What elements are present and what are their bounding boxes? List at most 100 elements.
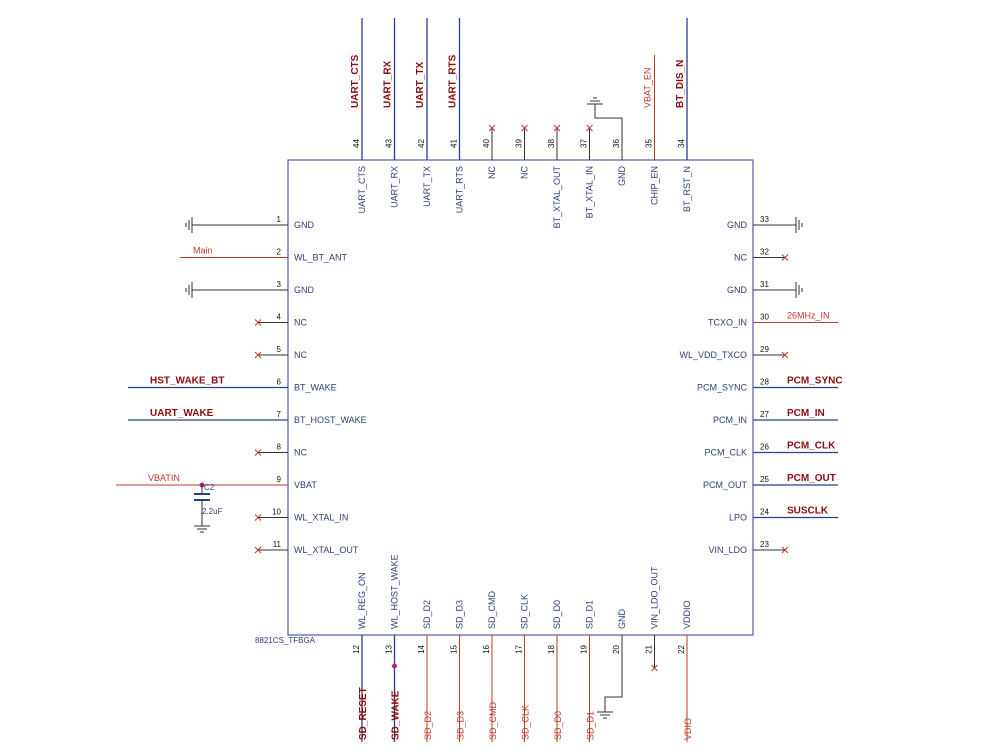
net-label-main: Main xyxy=(193,246,213,256)
pin-4-number: 4 xyxy=(277,313,282,322)
pin-23-no-connect xyxy=(781,546,789,554)
pin-27-name: PCM_IN xyxy=(713,415,747,425)
pin-5-name: NC xyxy=(294,350,307,360)
net-label-uart-rts: UART_RTS xyxy=(448,54,459,108)
net-label-pcm-sync: PCM_SYNC xyxy=(787,376,843,387)
extras-layer: C2 2.2uF xyxy=(194,482,397,669)
pin-3-number: 3 xyxy=(277,280,282,289)
net-label-sd-d0: SD_D0 xyxy=(553,711,563,740)
pin-14-number: 14 xyxy=(417,644,426,653)
pin-33-ground-symbol xyxy=(795,217,803,233)
pin-42-number: 42 xyxy=(417,139,426,148)
capacitor-value: 2.2uF xyxy=(202,507,223,516)
pin-44-number: 44 xyxy=(352,139,361,148)
pin-32-number: 32 xyxy=(760,248,769,257)
net-label-sd-reset: SD_RESET xyxy=(358,687,369,740)
net-label-pcm-clk: PCM_CLK xyxy=(787,441,836,452)
capacitor-ground-symbol xyxy=(194,525,210,533)
net-label-uart-tx: UART_TX xyxy=(415,62,426,108)
pin-11-no-connect xyxy=(254,546,262,554)
net-label-uart-rx: UART_RX xyxy=(383,60,394,108)
no-connect-mark xyxy=(781,254,789,261)
pin-38-no-connect xyxy=(553,124,561,132)
net-label-pcm-out: PCM_OUT xyxy=(787,473,836,484)
pin-39-name: NC xyxy=(520,166,530,179)
pin-9-name: VBAT xyxy=(294,480,317,490)
pin-21-number: 21 xyxy=(645,644,654,653)
net-label-uart-wake: UART_WAKE xyxy=(150,408,214,419)
net-label-sd-cmd: SD_CMD xyxy=(488,701,498,740)
pin-43-name: UART_RX xyxy=(390,166,400,208)
pin-18-name: SD_D0 xyxy=(552,600,562,629)
no-connect-mark xyxy=(254,514,262,521)
pin-13-name: WL_HOST_WAKE xyxy=(390,554,400,629)
no-connect-mark xyxy=(254,546,262,554)
pin-31-ground-symbol xyxy=(795,282,803,298)
pin-40-name: NC xyxy=(487,166,497,179)
pin-36-ground-symbol xyxy=(587,97,603,105)
net-label-sd-d2: SD_D2 xyxy=(423,711,433,740)
net-label-susclk: SUSCLK xyxy=(787,506,829,517)
pin-25-number: 25 xyxy=(760,475,769,484)
pin-4-name: NC xyxy=(294,318,307,328)
chip-body xyxy=(287,159,754,636)
pin-12-number: 12 xyxy=(352,644,361,653)
pin-38-number: 38 xyxy=(547,139,556,148)
net-label-sd-d1: SD_D1 xyxy=(586,711,596,740)
pin-39-no-connect xyxy=(521,124,528,132)
pin-8-name: NC xyxy=(294,448,307,458)
net-label-sd-wake: SD_WAKE xyxy=(391,690,402,740)
pin-20-lead xyxy=(604,635,623,712)
pin-10-name: WL_XTAL_IN xyxy=(294,513,348,523)
pin-36-lead xyxy=(594,104,623,160)
pin-19-number: 19 xyxy=(580,644,589,653)
capacitor-refdes: C2 xyxy=(204,483,215,492)
pin-33-number: 33 xyxy=(760,215,769,224)
pin-10-number: 10 xyxy=(272,508,281,517)
pin-39-number: 39 xyxy=(515,139,524,148)
net-label-sd-clk: SD_CLK xyxy=(521,705,531,740)
pin-16-name: SD_CMD xyxy=(487,590,497,629)
no-connect-mark xyxy=(254,319,262,326)
pin-40-no-connect xyxy=(488,124,496,132)
pin-42-name: UART_TX xyxy=(422,166,432,207)
pin-35-name: CHIP_EN xyxy=(650,166,660,205)
pin-20-name: GND xyxy=(617,609,627,630)
net-label-vbatin: VBATIN xyxy=(148,473,180,483)
pin-41-number: 41 xyxy=(450,139,459,148)
pin-3-name: GND xyxy=(294,285,315,295)
pin-11-number: 11 xyxy=(273,540,282,549)
pin-34-number: 34 xyxy=(677,139,686,148)
pin-37-number: 37 xyxy=(580,139,589,148)
net-label-uart-cts: UART_CTS xyxy=(350,54,361,108)
pin-5-no-connect xyxy=(254,351,262,359)
net-label-vbat-en: VBAT_EN xyxy=(643,68,653,108)
pin-44-name: UART_CTS xyxy=(357,166,367,213)
net-label-vdio: VDIO xyxy=(683,718,693,740)
no-connect-mark xyxy=(781,351,789,359)
pin-41-name: UART_RTS xyxy=(455,166,465,213)
pin-23-number: 23 xyxy=(760,540,769,549)
pin-13-number: 13 xyxy=(385,644,394,653)
pin-2-name: WL_BT_ANT xyxy=(294,253,348,263)
pin-4-no-connect xyxy=(254,319,262,326)
pin-24-number: 24 xyxy=(760,508,769,517)
pin-1-ground-symbol xyxy=(185,217,193,233)
pin-12-name: WL_REG_ON xyxy=(357,572,367,629)
pin-23-name: VIN_LDO xyxy=(708,545,747,555)
pin-7-number: 7 xyxy=(277,410,282,419)
pin-22-name: VDDIO xyxy=(682,600,692,629)
pin-10-no-connect xyxy=(254,514,262,521)
pin-17-name: SD_CLK xyxy=(520,594,530,629)
pins-layer: GND1WL_BT_ANT2MainGND3NC4NC5BT_WAKE6HST_… xyxy=(116,18,843,742)
net-label-pcm-in: PCM_IN xyxy=(787,408,825,419)
no-connect-mark xyxy=(488,124,496,132)
pin-26-number: 26 xyxy=(760,443,769,452)
pin-2-number: 2 xyxy=(277,248,282,257)
pin-36-name: GND xyxy=(617,166,627,187)
pin-7-name: BT_HOST_WAKE xyxy=(294,415,367,425)
pin-15-number: 15 xyxy=(450,644,459,653)
pin-1-number: 1 xyxy=(277,215,282,224)
pin-30-name: TCXO_IN xyxy=(708,318,747,328)
pin-27-number: 27 xyxy=(760,410,769,419)
